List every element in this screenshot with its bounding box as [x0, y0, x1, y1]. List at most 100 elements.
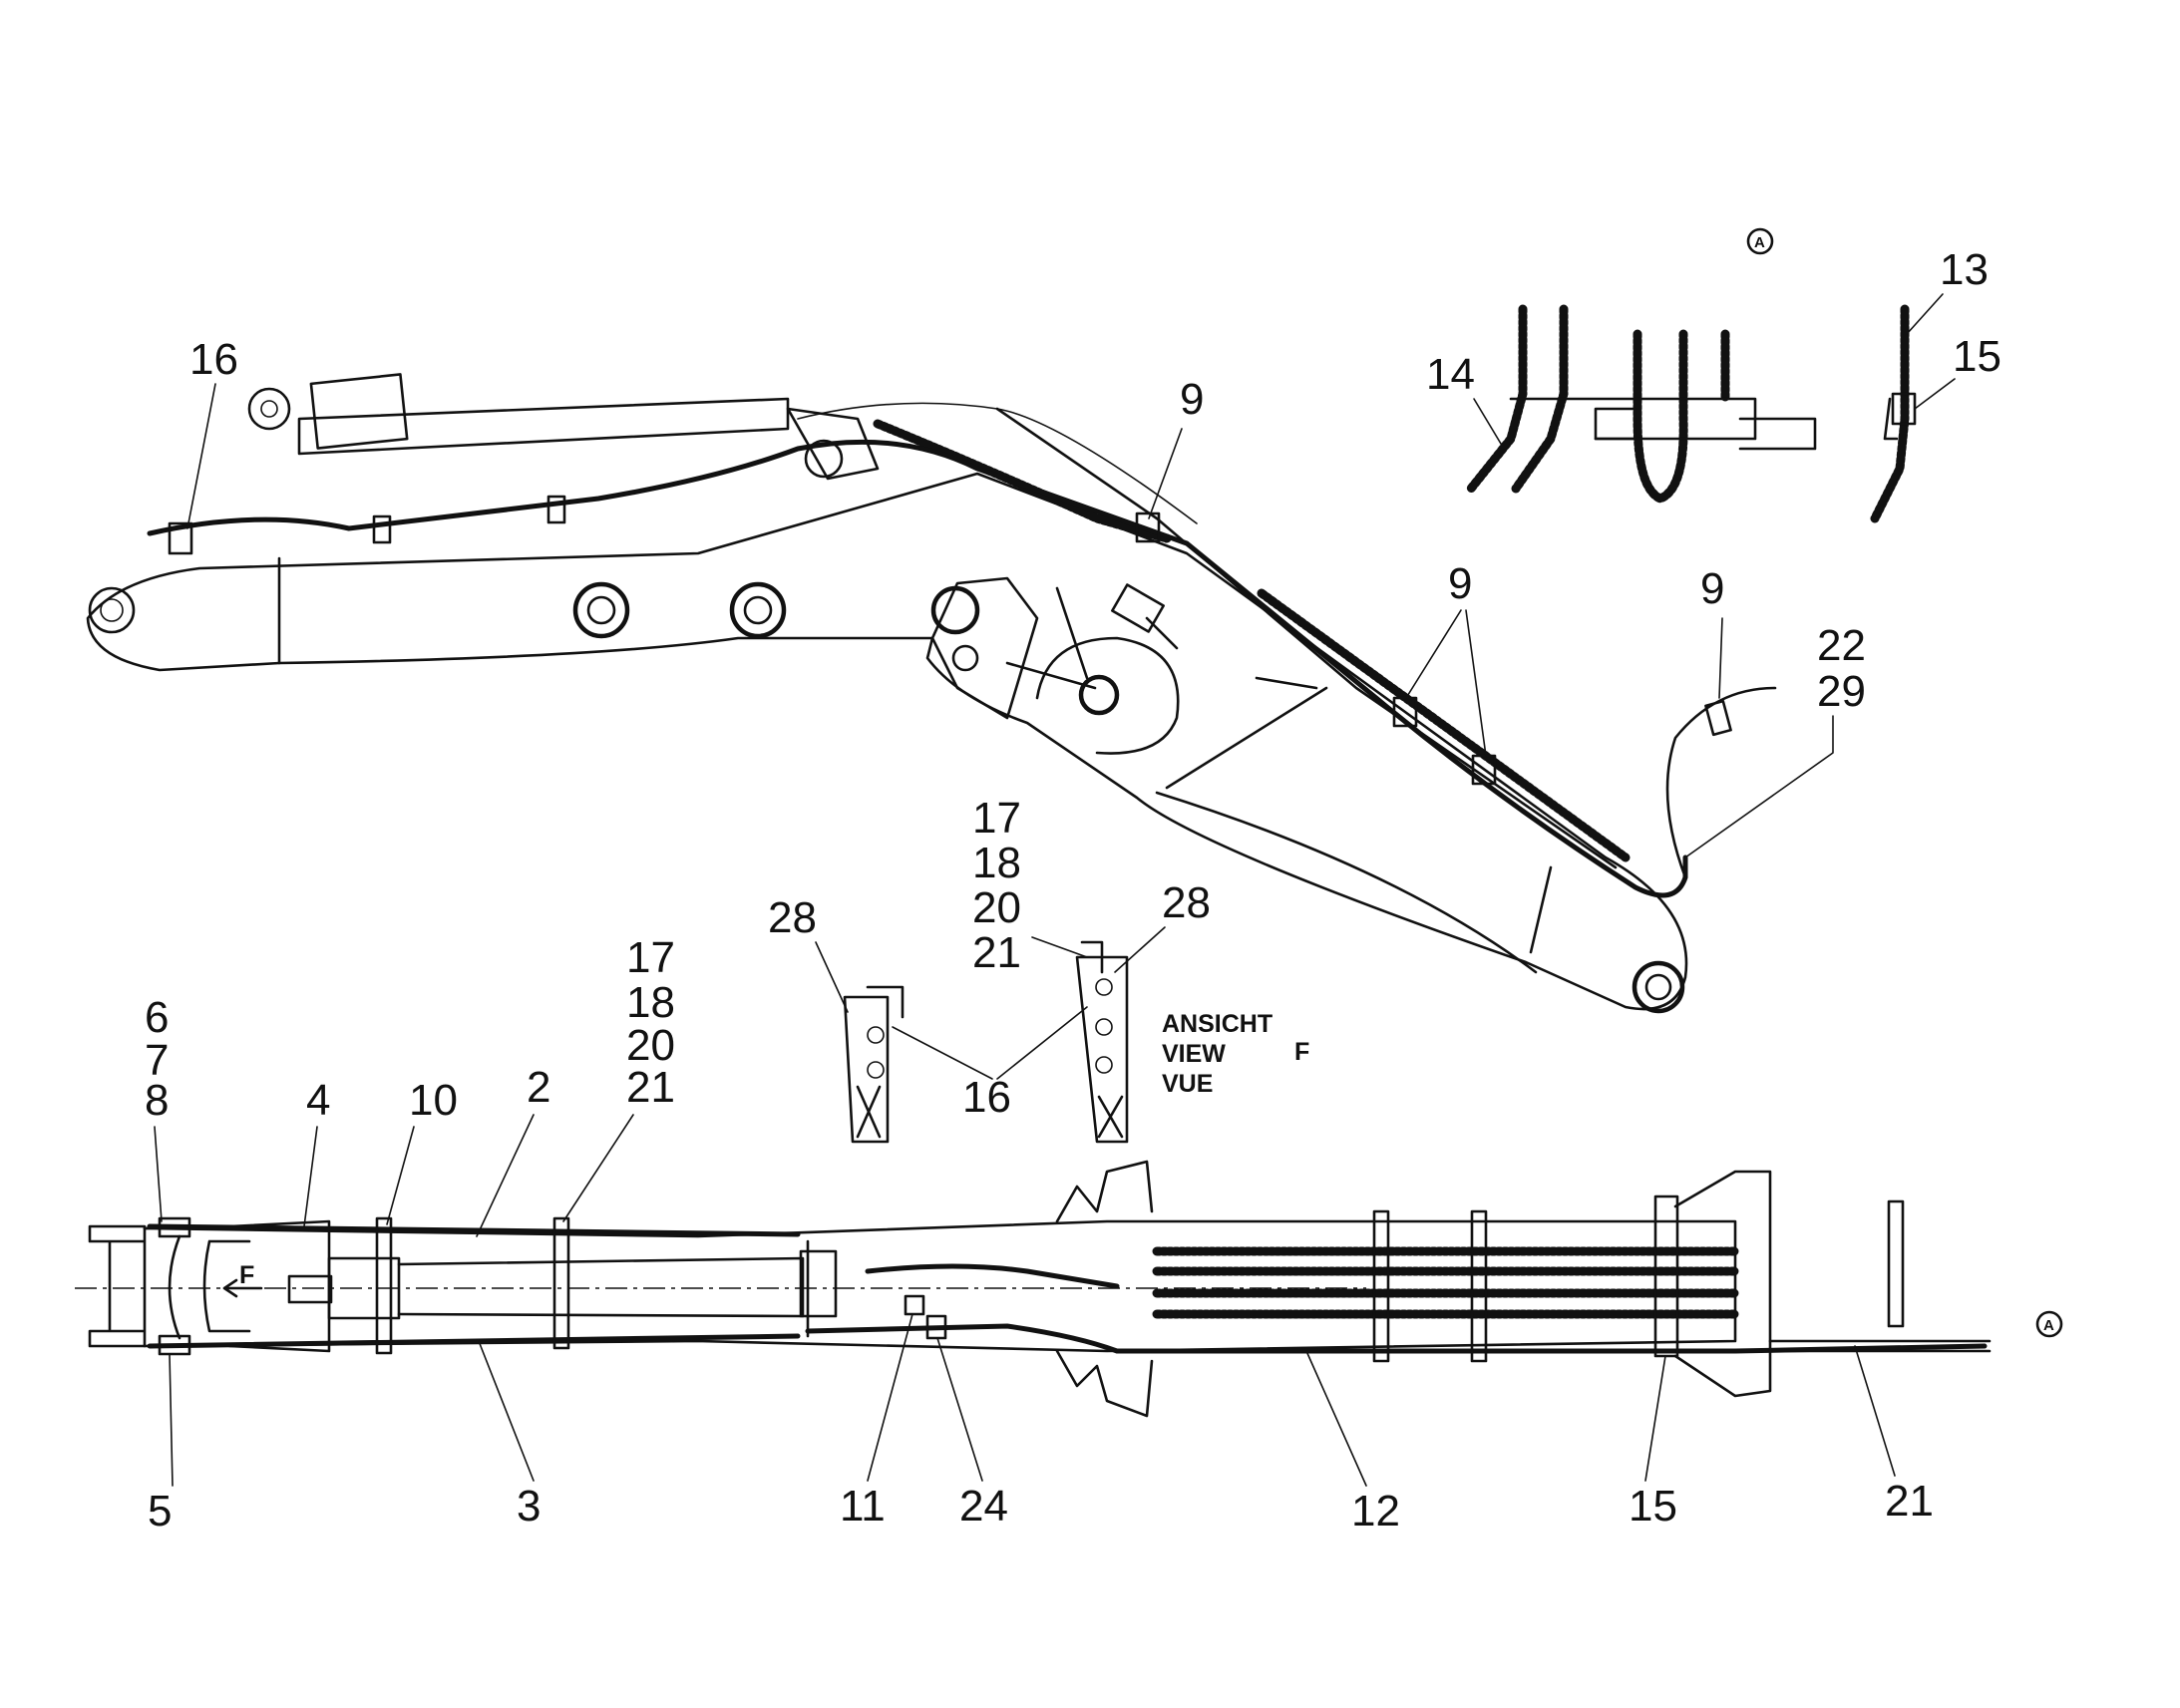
top-hose-main: [865, 1263, 1120, 1289]
top-view-marker-a: [2035, 1310, 2063, 1338]
joint-plate: [930, 576, 1039, 720]
fitting-24: [925, 1314, 947, 1340]
callout-2: 2: [527, 1063, 550, 1112]
callout-16-view-f: 16: [962, 1073, 1011, 1122]
link-arc: [1035, 636, 1180, 755]
clamp-bar-15: [1653, 1195, 1679, 1358]
leader-24: [936, 1337, 983, 1482]
fitting-6-7-8: [158, 1216, 191, 1238]
nose-fork: [88, 1224, 147, 1348]
cylinder-head: [309, 373, 409, 450]
callout-17-top: 17: [626, 933, 675, 982]
callout-5: 5: [148, 1487, 172, 1536]
top-view-callouts: 6 7 8 4 10 2 17 18 20 21 5 3 11 24 12 15…: [145, 933, 1934, 1536]
view-f: 28 28 17 18 20 21 16 ANSICHT VIEW VUE F: [768, 794, 1309, 1144]
leader-20-view-f: [1031, 936, 1088, 958]
callout-15-detail: 15: [1953, 332, 2001, 381]
callout-22: 22: [1817, 621, 1866, 670]
callout-29: 29: [1817, 667, 1866, 716]
clamp-bar-2: [1470, 1209, 1488, 1363]
view-f-bolt-3: [1095, 978, 1113, 996]
view-f-bolt-2: [867, 1061, 885, 1079]
clamp-arm-1: [546, 495, 566, 524]
callout-10: 10: [409, 1076, 458, 1125]
nose-clevis: [168, 1234, 251, 1340]
top-rear-mount: [1673, 1170, 1772, 1398]
callout-9-right: 9: [1700, 564, 1724, 613]
leader-9-mid-b: [1465, 609, 1487, 757]
callout-28-right: 28: [1162, 878, 1211, 927]
callout-21-top: 21: [626, 1063, 675, 1112]
callout-7: 7: [145, 1036, 169, 1085]
link-pin: [1078, 674, 1120, 716]
top-hose-left-lower: [147, 1333, 801, 1349]
boom-hose-main: [147, 439, 1688, 898]
leader-28-left: [815, 941, 849, 1013]
view-label-ansicht: ANSICHT: [1162, 1010, 1272, 1038]
callout-8: 8: [145, 1076, 169, 1125]
detail-a-hose-13: [1870, 304, 1910, 523]
detail-a-marker: [1746, 227, 1774, 255]
leader-8: [154, 1126, 163, 1222]
leader-28-right: [1114, 926, 1166, 973]
view-f-bracket-left: [843, 985, 905, 1144]
callout-3: 3: [517, 1482, 541, 1531]
top-view-marker-a-letter: A: [2043, 1317, 2054, 1334]
leader-12: [1305, 1350, 1367, 1487]
clamp-10: [375, 1216, 393, 1355]
leader-2: [476, 1114, 535, 1237]
callout-28-left: 28: [768, 893, 817, 942]
f-arrow: [222, 1278, 263, 1298]
leader-21-top: [562, 1114, 634, 1222]
callout-4: 4: [306, 1076, 330, 1125]
boom-top-view: F A: [75, 1160, 2063, 1418]
detail-a-hose-3: [1633, 329, 1688, 504]
callout-21-view-f: 21: [972, 928, 1021, 977]
callout-14: 14: [1426, 350, 1475, 399]
arm-pin-2: [729, 581, 787, 639]
callout-21-bottom: 21: [1885, 1477, 1934, 1526]
arm-pin-1-inner: [586, 595, 616, 625]
boom-lower-edge: [277, 556, 1538, 974]
leader-5: [169, 1353, 174, 1487]
clamp-9b: [1392, 696, 1418, 728]
callout-11: 11: [840, 1482, 886, 1531]
view-label-view: VIEW: [1162, 1040, 1226, 1068]
cylinder-eye-inner: [260, 400, 278, 418]
boom-side-view: [86, 373, 1777, 1014]
leader-14: [1473, 398, 1505, 450]
leader-16-side: [186, 383, 216, 529]
boom-hose-top: [797, 402, 1198, 524]
top-hose-left-upper: [147, 1223, 801, 1237]
clamp-16: [168, 521, 193, 555]
clamp-9c: [1471, 754, 1497, 786]
callout-12: 12: [1351, 1487, 1400, 1536]
detail-a: A 14 13 15: [1426, 227, 2001, 523]
callout-13: 13: [1940, 245, 1989, 294]
callout-6: 6: [145, 993, 169, 1042]
leader-10: [386, 1126, 415, 1225]
detail-a-manifold: [1509, 397, 1817, 451]
top-cylinder-rod: [397, 1256, 805, 1318]
clamp-21-top: [552, 1216, 570, 1350]
boom-hose-diagonal: [1257, 588, 1631, 862]
detail-a-hose-1: [1466, 304, 1528, 494]
cylinder-rod: [297, 397, 790, 456]
leader-9-right: [1718, 617, 1723, 699]
top-hose-lower: [805, 1323, 1988, 1354]
detail-a-marker-letter: A: [1754, 234, 1765, 251]
boom-hose-return: [995, 407, 1618, 869]
arm-nose-pin-inner: [100, 598, 124, 622]
joint-pin-small: [951, 644, 979, 672]
callout-9-mid: 9: [1448, 559, 1472, 608]
view-f-bolt-5: [1095, 1056, 1113, 1074]
top-cylinder-head: [327, 1256, 401, 1320]
link-bracket: [1111, 583, 1165, 633]
callout-17-view-f: 17: [972, 794, 1021, 843]
leader-16-view-f-a: [892, 1026, 993, 1080]
top-body-outline: [143, 1219, 1737, 1353]
boom-foot-pin: [1632, 960, 1685, 1014]
leader-29: [1684, 715, 1834, 858]
leader-3: [478, 1340, 535, 1482]
fitting-5: [158, 1334, 191, 1356]
